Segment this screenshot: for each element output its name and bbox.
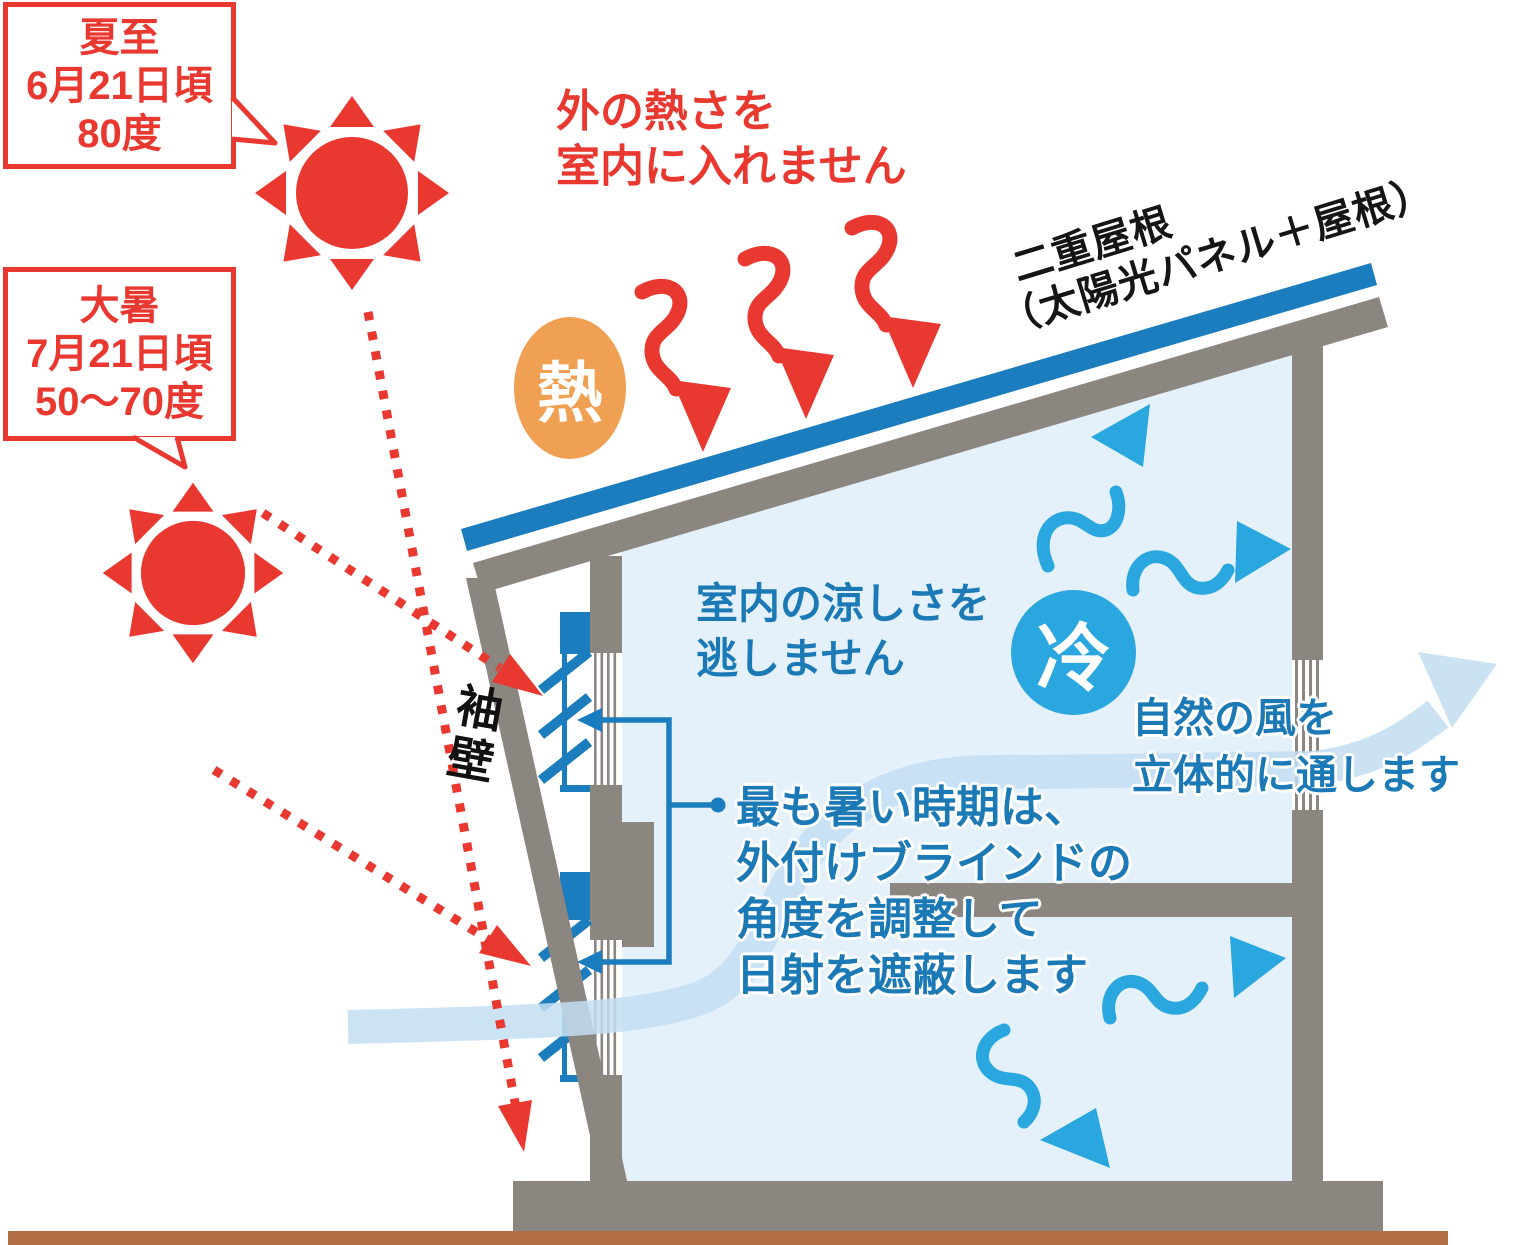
callout-summer-solstice: 夏至 6月21日頃 80度: [3, 2, 236, 169]
blinds-note: 最も暑い時期は、 外付けブラインドの 角度を調整して 日射を遮蔽します: [736, 780, 1132, 1004]
note-line: 最も暑い時期は、: [736, 783, 1088, 832]
heat-arrows: [634, 215, 941, 452]
sun-ray-lower: [211, 766, 492, 944]
note-line: 日射を遮蔽します: [736, 951, 1088, 1000]
sun-ray-arrowheads: [479, 654, 543, 1152]
note-line: 室内に入れません: [556, 142, 907, 191]
roof-layer: [473, 297, 1388, 593]
heat-badge-label: 熱: [537, 356, 603, 430]
note-line: 外付けブラインドの: [736, 839, 1132, 888]
callout-line: 7月21日頃: [26, 332, 213, 376]
sun-ray-upper: [260, 509, 503, 672]
note-line: 角度を調整して: [736, 895, 1043, 944]
note-line: 自然の風を: [1132, 695, 1337, 741]
solar-panel-roof: [461, 263, 1377, 551]
callout-tail: [131, 434, 188, 470]
sun-ray-steep: [363, 311, 521, 1109]
natural-wind-note: 自然の風を 立体的に通します: [1132, 690, 1460, 804]
callout-major-heat: 大暑 7月21日頃 50〜70度: [3, 267, 236, 441]
callout-line: 50〜70度: [35, 380, 204, 424]
callout-line: 夏至: [79, 15, 160, 60]
indoor-cool-note: 室内の涼しさを 逃しません: [696, 576, 990, 686]
slab-stub: [621, 822, 654, 947]
callout-line: 80度: [77, 111, 162, 156]
exterior-blind-upper: [537, 612, 593, 792]
foundation: [513, 1181, 1383, 1231]
air-circulation-arrows: [976, 404, 1291, 1168]
note-line: 立体的に通します: [1132, 752, 1460, 798]
cool-badge-label: 冷: [1036, 617, 1111, 700]
ground-line: [8, 1231, 1448, 1245]
callout-line: 大暑: [79, 284, 160, 328]
heat-warning-note: 外の熱さを 室内に入れません: [556, 84, 907, 194]
callout-line: 6月21日頃: [26, 63, 213, 108]
sun-icon-major-heat: [102, 482, 284, 664]
sun-rays: [211, 311, 521, 1109]
cool-badge: 冷: [1011, 590, 1136, 715]
sun-icon-solstice: [255, 96, 449, 290]
wind-flow-band: [347, 652, 1497, 1044]
note-line: 外の熱さを: [556, 87, 776, 136]
blinds-connector: [577, 708, 726, 974]
note-line: 室内の涼しさを: [696, 580, 991, 627]
heat-badge: 熱: [514, 317, 626, 459]
callout-tail: [230, 95, 278, 146]
note-line: 逃しません: [696, 635, 905, 682]
second-floor-slab: [890, 883, 1292, 917]
